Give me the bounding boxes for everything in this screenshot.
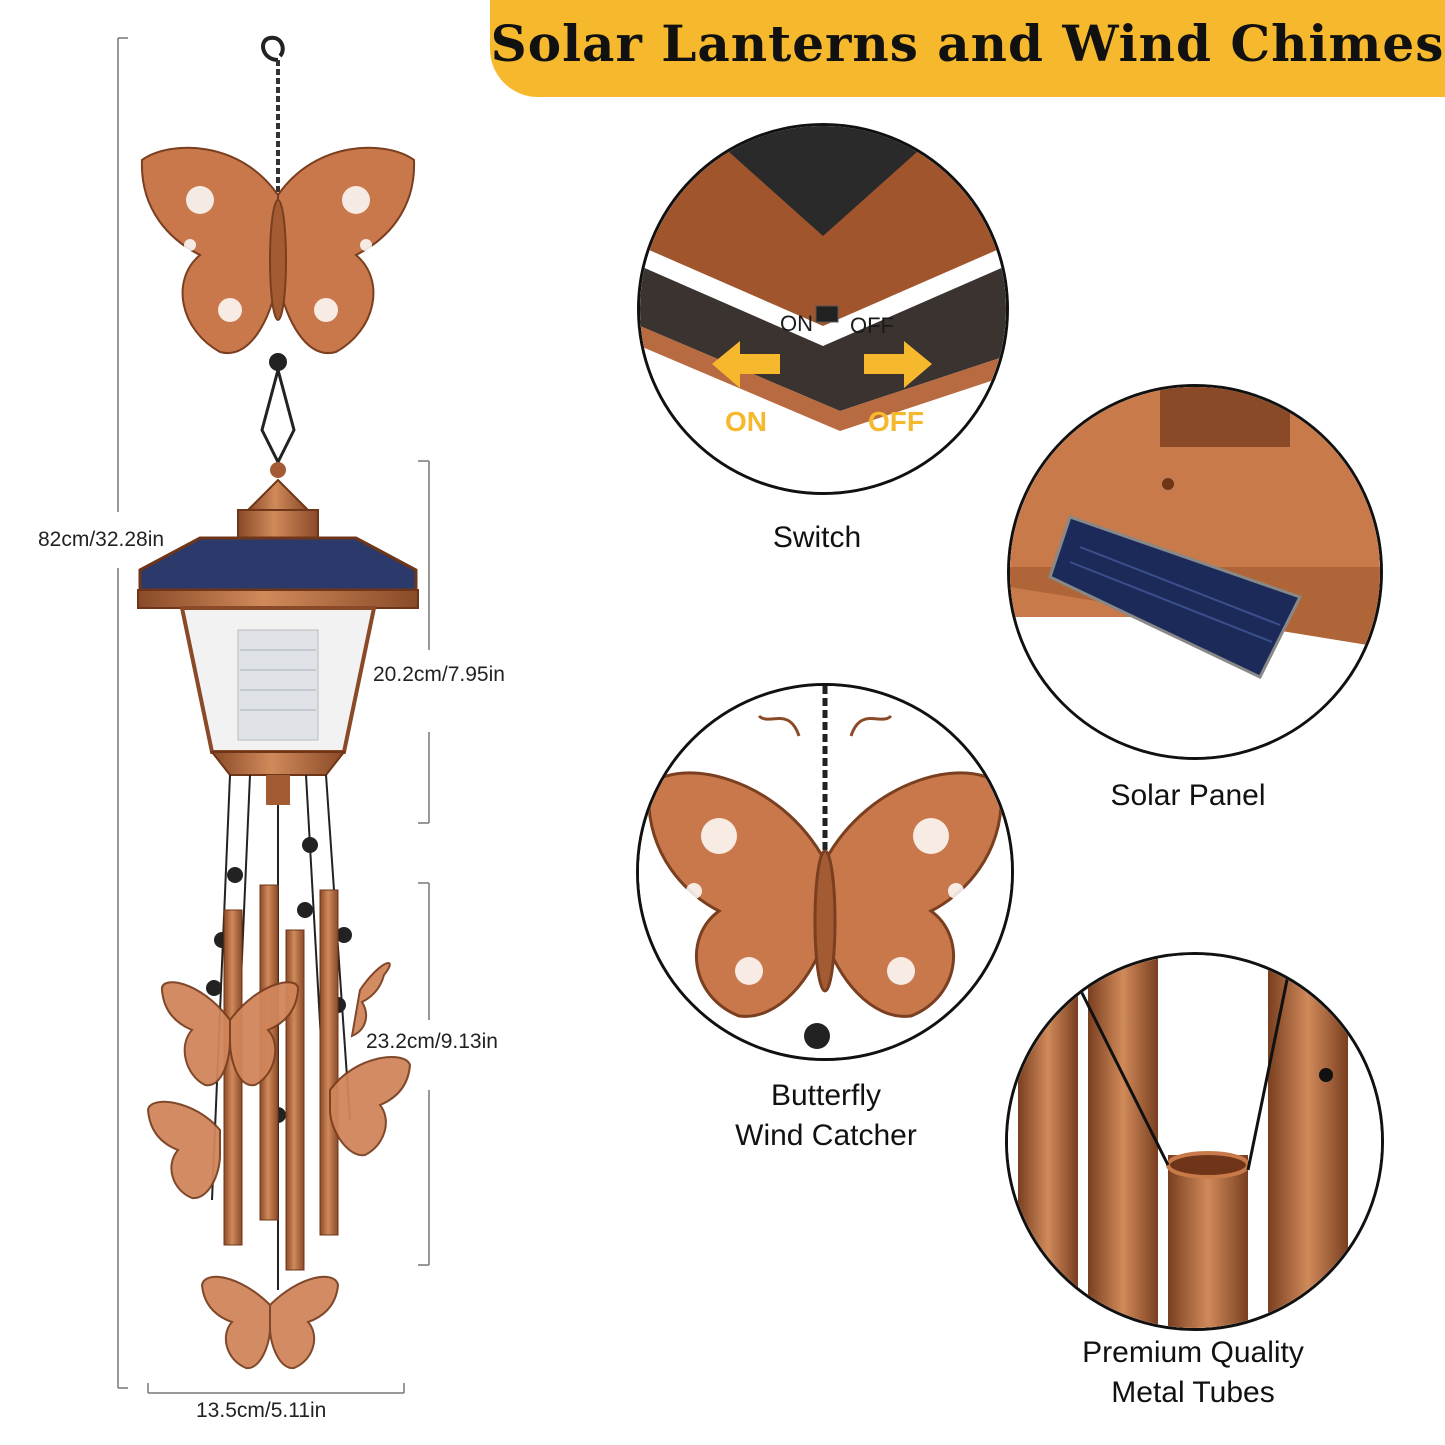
top-butterfly: [140, 146, 416, 355]
tubes-caption-line1: Premium Quality: [1082, 1336, 1304, 1369]
printed-on-text: ON: [780, 311, 813, 336]
title-banner: Solar Lanterns and Wind Chimes: [490, 0, 1445, 97]
tubes-caption: Premium Quality Metal Tubes: [1052, 1333, 1334, 1413]
wind-chime-product-image: [137, 35, 419, 1370]
on-label: ON: [725, 406, 767, 437]
lantern: [137, 462, 419, 805]
tubes-closeup-image: [1008, 955, 1381, 1328]
butterfly-caption-line2: Wind Catcher: [735, 1119, 917, 1152]
arrow-right-icon: [864, 341, 932, 388]
page-title: Solar Lanterns and Wind Chimes: [490, 14, 1445, 73]
dimension-lines: [117, 37, 430, 1394]
tubes-detail-circle: [1005, 952, 1384, 1331]
butterfly-detail-circle: [636, 683, 1014, 1061]
solar-panel-detail-circle: [1007, 384, 1383, 760]
switch-detail-circle: ON OFF ON OFF: [637, 123, 1009, 495]
tubes-height-label: 23.2cm/9.13in: [366, 1030, 498, 1053]
tubes-caption-line2: Metal Tubes: [1111, 1376, 1275, 1409]
total-height-label: 82cm/32.28in: [38, 528, 165, 551]
butterfly-caption-line1: Butterfly: [770, 1079, 882, 1112]
butterfly-caption: Butterfly Wind Catcher: [706, 1076, 946, 1156]
solar-panel-closeup-image: [1010, 387, 1380, 757]
switch-closeup-image: ON OFF ON OFF: [640, 126, 1006, 492]
off-label: OFF: [868, 406, 924, 437]
butterfly-closeup-image: [639, 686, 1011, 1058]
solar-panel-caption: Solar Panel: [1110, 779, 1266, 812]
width-label: 13.5cm/5.11in: [196, 1399, 327, 1422]
arrow-left-icon: [712, 341, 780, 388]
printed-off-text: OFF: [850, 313, 894, 338]
switch-caption: Switch: [772, 521, 862, 554]
lantern-height-label: 20.2cm/7.95in: [373, 663, 505, 686]
